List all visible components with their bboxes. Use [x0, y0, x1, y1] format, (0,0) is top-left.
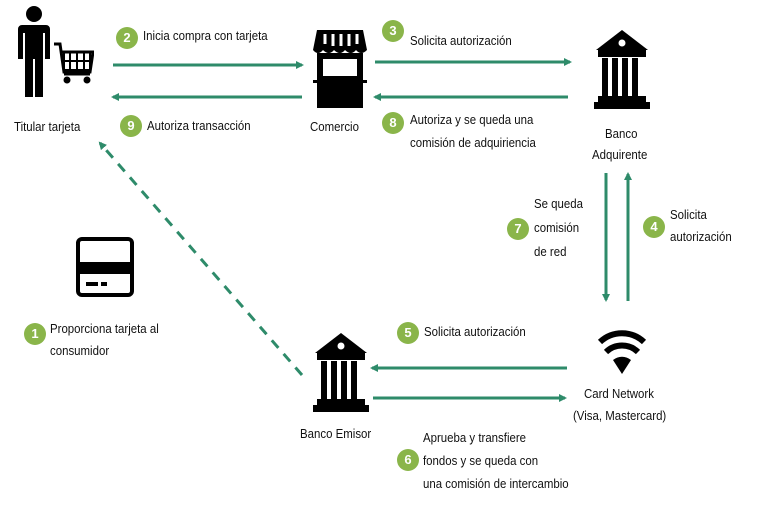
step-6-text-line3: una comisión de intercambio [423, 476, 569, 491]
step-7-badge: 7 [507, 218, 529, 240]
step-3-badge: 3 [382, 20, 404, 42]
credit-card-icon [76, 237, 134, 297]
issuer-label: Banco Emisor [300, 426, 372, 441]
step-7-text-line2: comisión [534, 220, 580, 235]
step-4-text-line1: Solicita [670, 207, 707, 222]
step-5-badge: 5 [397, 322, 419, 344]
step-4-text-line2: autorización [670, 229, 732, 244]
step-5-text: Solicita autorización [424, 324, 526, 339]
step-8-badge: 8 [382, 112, 404, 134]
step-2-badge: 2 [116, 27, 138, 49]
arrow-issuer-to-cardholder-dashed [98, 141, 304, 376]
bank-icon [313, 333, 369, 412]
step-4-badge: 4 [643, 216, 665, 238]
step-3-text: Solicita autorización [410, 33, 512, 48]
step-8-text-line1: Autoriza y se queda una [410, 112, 534, 127]
cardholder-label: Titular tarjeta [14, 119, 81, 134]
step-1-text-line2: consumidor [50, 343, 110, 358]
step-6-text-line1: Aprueba y transfiere [423, 430, 527, 445]
step-7-text-line3: de red [534, 244, 567, 259]
step-9-badge: 9 [120, 115, 142, 137]
store-icon [313, 30, 367, 108]
acquirer-label-line1: Banco [605, 126, 638, 141]
network-label-line1: Card Network [584, 386, 654, 401]
step-9-text: Autoriza transacción [147, 118, 251, 133]
step-1-badge: 1 [24, 323, 46, 345]
step-2-text: Inicia compra con tarjeta [143, 28, 268, 43]
step-8-text-line2: comisión de adquiriencia [410, 135, 536, 150]
step-7-text-line1: Se queda [534, 196, 583, 211]
step-6-text-line2: fondos y se queda con [423, 453, 539, 468]
network-label-line2: (Visa, Mastercard) [573, 408, 667, 423]
acquirer-label-line2: Adquirente [592, 147, 648, 162]
bank-icon [594, 30, 650, 109]
step-1-text-line1: Proporciona tarjeta al [50, 321, 159, 336]
step-6-badge: 6 [397, 449, 419, 471]
person-cart-icon [18, 6, 94, 97]
merchant-label: Comercio [310, 119, 359, 134]
wifi-icon [598, 330, 646, 374]
